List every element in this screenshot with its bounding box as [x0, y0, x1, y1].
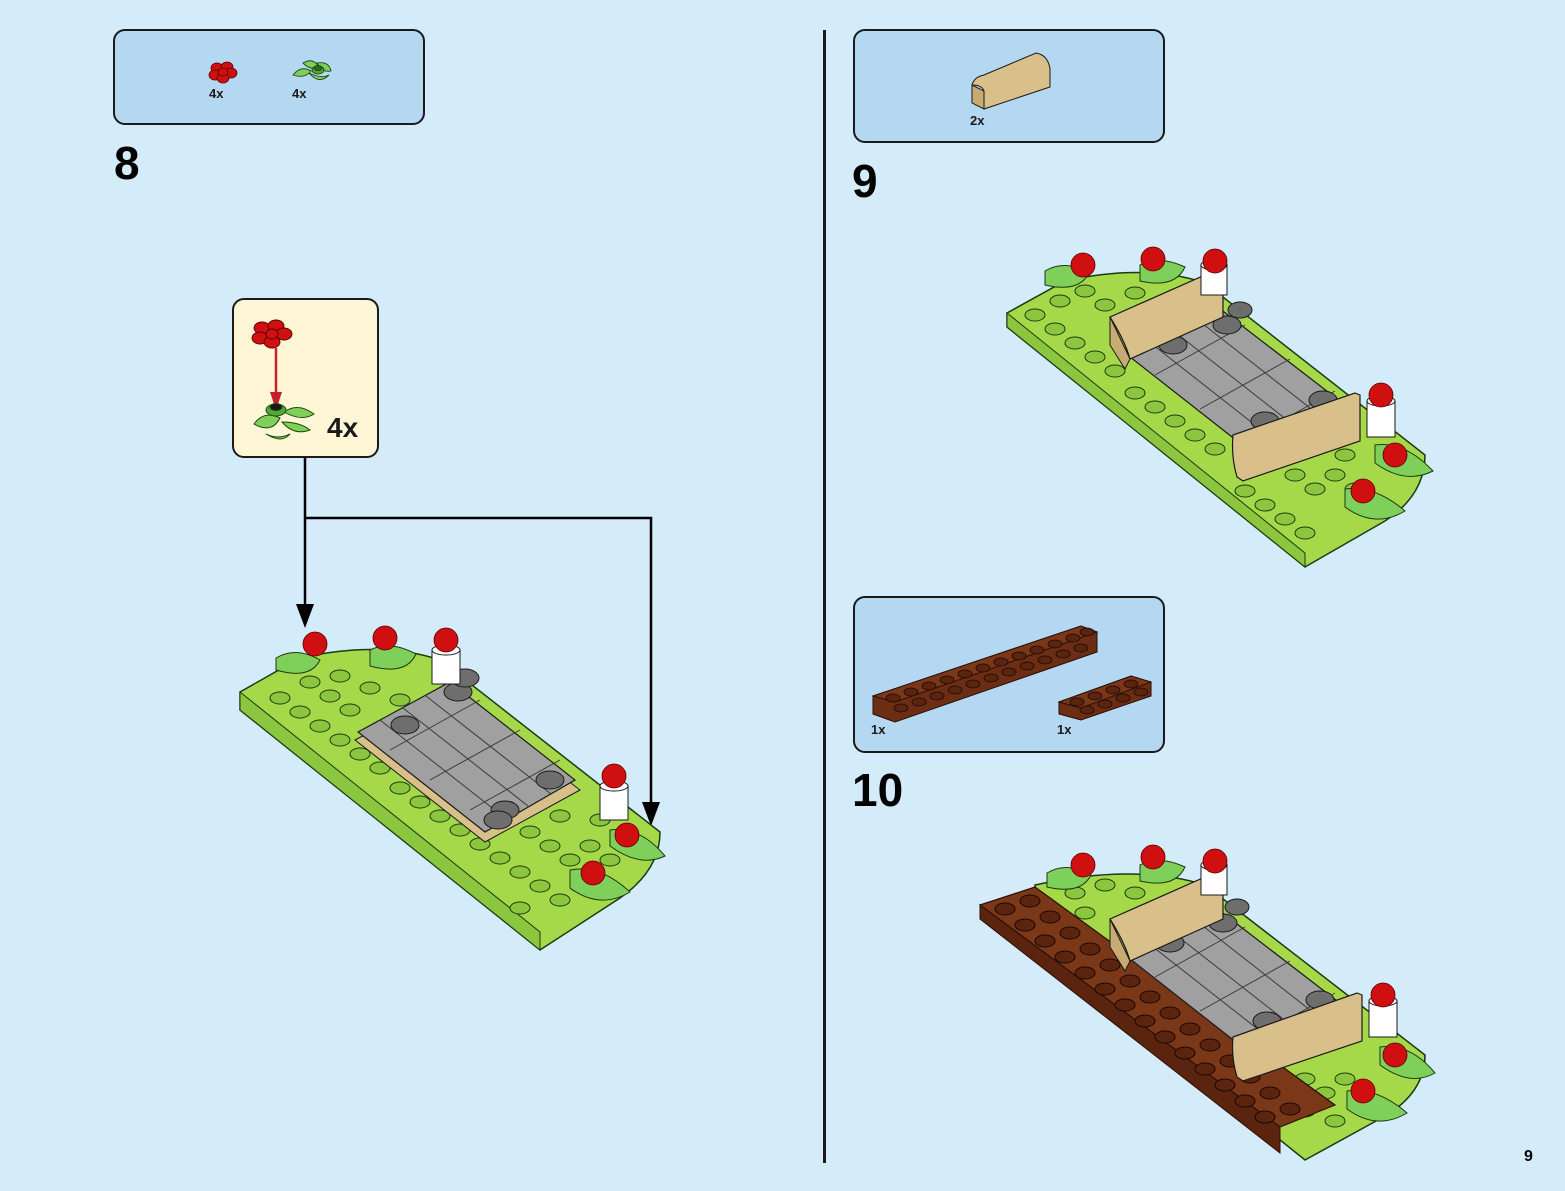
step-9-parts-box: 2x — [853, 29, 1165, 143]
step-10-parts-box: 1x 1x — [853, 596, 1165, 753]
step-10-model-illustration — [978, 844, 1436, 1161]
flower-heads — [1070, 246, 1408, 504]
step-10-long-plate-qty: 1x — [871, 722, 886, 737]
step-8-model-illustration — [239, 625, 666, 952]
step-9-tan-brick-qty: 2x — [970, 113, 985, 128]
arrow-head-right — [642, 802, 660, 826]
callout-arrow-right — [305, 516, 653, 808]
green-leaves-icon — [253, 403, 315, 440]
brown-plate-long-icon — [871, 625, 1099, 723]
step-8-flower-qty: 4x — [209, 86, 224, 101]
step-8-parts-box: 4x 4x — [113, 29, 425, 125]
step-8-number: 8 — [114, 137, 140, 189]
page-number: 9 — [1524, 1148, 1533, 1165]
arrow-head-left — [296, 604, 314, 628]
step-8-leaves-qty: 4x — [292, 86, 307, 101]
step-8-subassembly-callout: 4x — [232, 298, 379, 458]
red-flower-icon — [208, 61, 238, 84]
step-10-number: 10 — [852, 764, 904, 816]
subassembly-qty: 4x — [327, 412, 359, 443]
step-10-short-plate-qty: 1x — [1057, 722, 1072, 737]
flower-heads — [302, 625, 640, 886]
green-leaves-icon — [292, 60, 332, 80]
step-9-number: 9 — [852, 155, 878, 207]
step-9-model-illustration — [1006, 246, 1434, 569]
tan-curved-brick-icon — [971, 52, 1051, 110]
red-flower-icon — [251, 319, 293, 349]
page-divider — [823, 30, 826, 1163]
insertion-arrow-icon — [270, 348, 282, 410]
flower-heads — [1070, 844, 1408, 1104]
brown-plate-short-icon — [1057, 675, 1153, 721]
